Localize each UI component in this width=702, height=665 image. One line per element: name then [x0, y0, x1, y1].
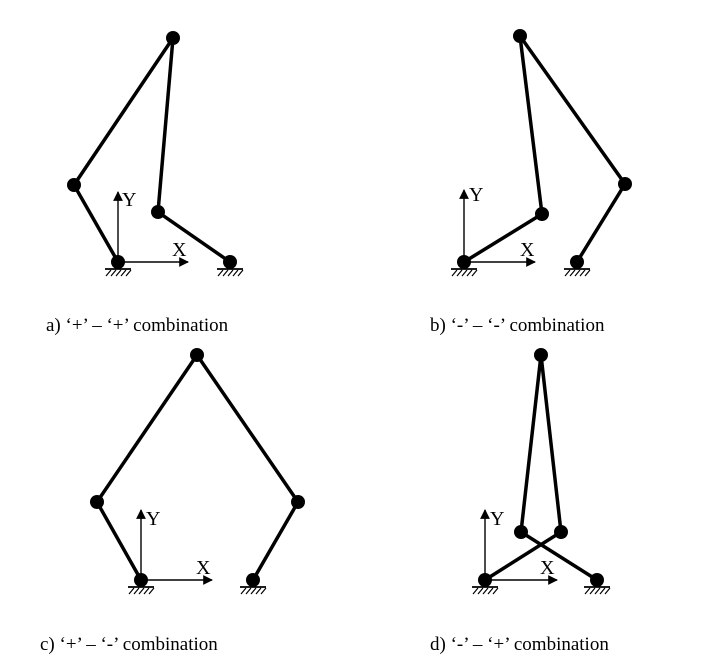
joint-apex — [513, 29, 527, 43]
joint-elbow-left — [67, 178, 81, 192]
ground-support-right — [563, 268, 591, 277]
joint-elbow-right — [514, 525, 528, 539]
y-axis-label: Y — [146, 508, 160, 530]
ground-support-right — [216, 268, 244, 277]
joint-base-right — [570, 255, 584, 269]
ground-support-left — [104, 268, 132, 277]
linkage-chain — [462, 34, 628, 264]
linkage-chain — [71, 31, 232, 264]
caption-b: b) ‘-’ – ‘-’ combination — [430, 315, 605, 336]
ground-support-left — [450, 268, 478, 277]
linkage-chain — [483, 354, 599, 582]
joint-apex — [166, 31, 180, 45]
ground-support-right — [583, 586, 611, 595]
joint-base-left — [478, 573, 492, 587]
joint-apex — [534, 348, 548, 362]
joint-elbow-right — [151, 205, 165, 219]
joint-elbow-left — [535, 207, 549, 221]
joint-base-left — [134, 573, 148, 587]
joint-base-right — [246, 573, 260, 587]
caption-c: c) ‘+’ – ‘-’ combination — [40, 634, 218, 655]
x-axis-label: X — [196, 557, 211, 579]
panel-a: Y X a) ‘+’ – ‘+’ combination — [46, 31, 244, 336]
panel-d: Y X d) ‘-’ – ‘+’ combination — [430, 348, 611, 655]
linkage-chain — [94, 351, 301, 582]
x-axis-label: X — [172, 239, 187, 261]
y-axis-label: Y — [122, 189, 136, 211]
ground-support-left — [127, 586, 155, 595]
joint-elbow-right — [618, 177, 632, 191]
joint-base-right — [223, 255, 237, 269]
joint-elbow-right — [291, 495, 305, 509]
y-axis-label: Y — [490, 508, 504, 530]
joint-base-left — [111, 255, 125, 269]
joint-elbow-left — [90, 495, 104, 509]
y-axis-label: Y — [469, 184, 483, 206]
joint-base-right — [590, 573, 604, 587]
caption-a: a) ‘+’ – ‘+’ combination — [46, 315, 229, 336]
caption-d: d) ‘-’ – ‘+’ combination — [430, 634, 609, 655]
joint-apex — [190, 348, 204, 362]
panel-c: Y X c) ‘+’ – ‘-’ combination — [40, 348, 305, 655]
ground-support-left — [471, 586, 499, 595]
x-axis-label: X — [520, 239, 535, 261]
ground-support-right — [239, 586, 267, 595]
panel-b: Y X b) ‘-’ – ‘-’ combination — [430, 29, 632, 336]
joint-base-left — [457, 255, 471, 269]
joint-elbow-left — [554, 525, 568, 539]
x-axis-label: X — [540, 557, 555, 579]
